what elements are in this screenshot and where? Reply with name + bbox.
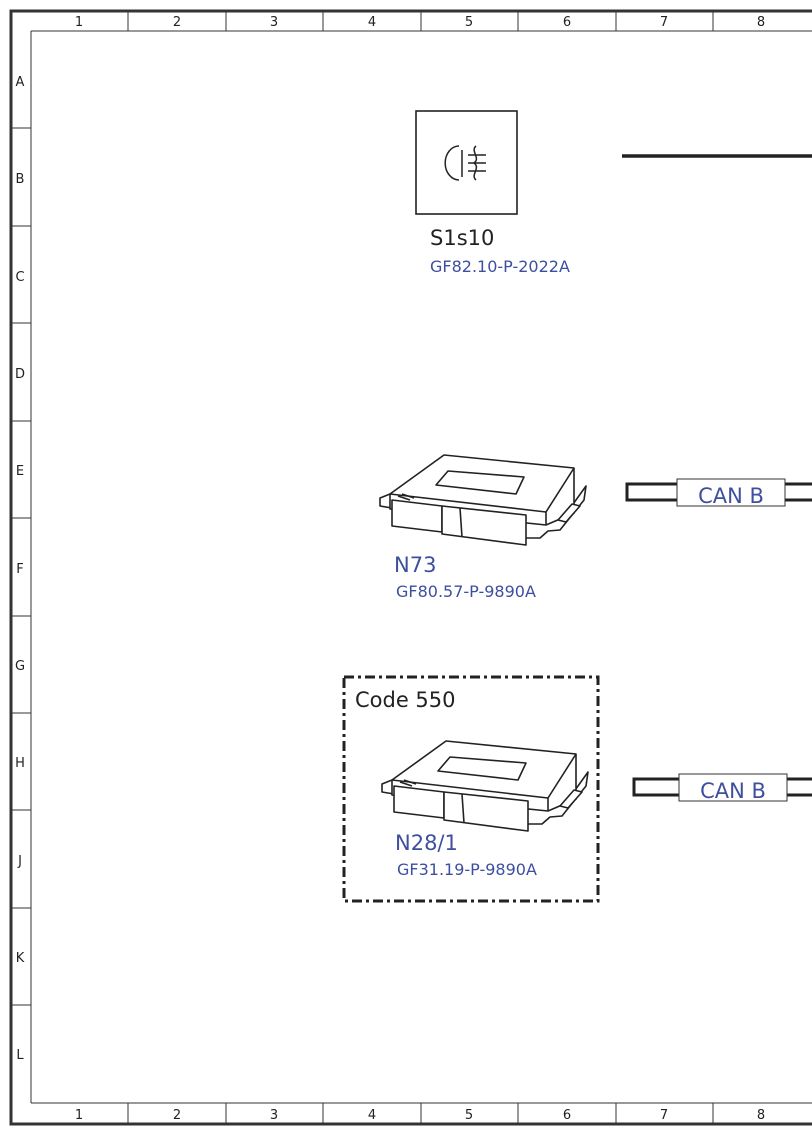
grid-col-2-bottom: 2 [173, 1108, 181, 1123]
grid-col-1-bottom: 1 [75, 1108, 83, 1123]
module-n28-1-id-label: N28/1 [395, 831, 458, 855]
switch-id-label: S1s10 [430, 226, 494, 250]
module-connector-left [391, 499, 443, 533]
switch-box [415, 110, 518, 215]
grid-row-l: L [16, 1048, 24, 1063]
grid-row-c: C [15, 270, 24, 285]
grid-row-e: E [16, 464, 24, 479]
can-b-2-label: CAN B [700, 779, 766, 803]
grid-row-a: A [16, 75, 25, 90]
can-b-connector-2[interactable]: CAN B [632, 773, 812, 803]
module-n28-1-ref-link[interactable]: GF31.19-P-9890A [397, 860, 537, 879]
row-dividers [11, 127, 31, 1006]
grid-row-f: F [16, 562, 23, 577]
grid-col-7-bottom: 7 [660, 1108, 668, 1123]
code-550-label: Code 550 [355, 688, 456, 712]
grid-col-1-top: 1 [75, 15, 83, 30]
can-b-connector-1[interactable]: CAN B [625, 478, 812, 508]
module-n73-ref-link[interactable]: GF80.57-P-9890A [396, 582, 536, 601]
fog-lamp-switch-icon [444, 145, 486, 181]
code-550-option-boundary [342, 675, 600, 903]
grid-col-6-top: 6 [563, 15, 571, 30]
module-mount-tab [559, 789, 583, 809]
can-b-2-label-box [678, 773, 788, 802]
can-b-1-label-box [676, 478, 786, 507]
grid-col-2-top: 2 [173, 15, 181, 30]
module-connector-right [443, 791, 529, 832]
module-n73-id-label: N73 [394, 553, 436, 577]
column-dividers [127, 11, 714, 1124]
grid-col-7-top: 7 [660, 15, 668, 30]
grid-col-5-top: 5 [465, 15, 473, 30]
module-connector-left [393, 785, 445, 819]
grid-row-k: K [16, 951, 25, 966]
grid-col-8-top: 8 [757, 15, 765, 30]
switch-ref-link[interactable]: GF82.10-P-2022A [430, 257, 570, 276]
grid-row-j: J [17, 854, 22, 869]
grid-row-d: D [15, 367, 25, 382]
grid-row-b: B [16, 172, 25, 187]
module-connector-right [441, 505, 527, 546]
grid-row-g: G [15, 659, 25, 674]
grid-row-h: H [15, 756, 25, 771]
grid-col-6-bottom: 6 [563, 1108, 571, 1123]
grid-col-4-top: 4 [368, 15, 376, 30]
can-b-1-label: CAN B [698, 484, 764, 508]
grid-col-3-top: 3 [270, 15, 278, 30]
control-module-n28-1[interactable] [381, 740, 589, 832]
switch-s1s10[interactable] [415, 110, 518, 215]
control-module-n73[interactable] [379, 454, 587, 546]
module-mount-tab [557, 503, 581, 523]
grid-col-8-bottom: 8 [757, 1108, 765, 1123]
grid-col-5-bottom: 5 [465, 1108, 473, 1123]
grid-col-3-bottom: 3 [270, 1108, 278, 1123]
grid-col-4-bottom: 4 [368, 1108, 376, 1123]
module-label-plate [435, 470, 525, 495]
module-label-plate [437, 756, 527, 781]
